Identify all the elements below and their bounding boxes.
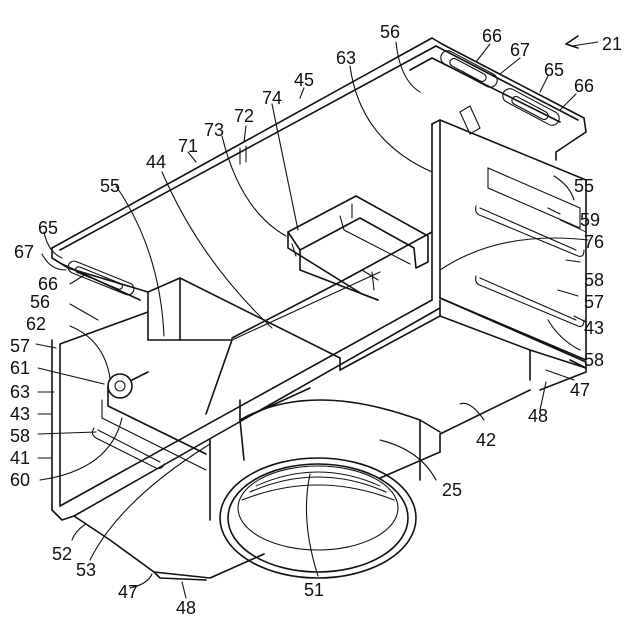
central-body: [148, 232, 440, 414]
label-67: 67: [14, 242, 34, 262]
label-62: 62: [26, 314, 46, 334]
label-48: 48: [176, 598, 196, 618]
label-59: 59: [580, 210, 600, 230]
label-72: 72: [234, 106, 254, 126]
label-66: 66: [574, 76, 594, 96]
label-67: 67: [510, 40, 530, 60]
label-60: 60: [10, 470, 30, 490]
right-wall: [432, 120, 586, 368]
bottom-skirt: [74, 388, 310, 580]
label-53: 53: [76, 560, 96, 580]
boss-61: [108, 372, 206, 454]
label-47: 47: [570, 380, 590, 400]
label-65: 65: [544, 60, 564, 80]
top-plate: [52, 38, 586, 292]
label-52: 52: [52, 544, 72, 564]
label-57: 57: [10, 336, 30, 356]
label-74: 74: [262, 88, 282, 108]
label-48: 48: [528, 406, 548, 426]
label-21: 21: [602, 34, 622, 54]
label-58: 58: [10, 426, 30, 446]
label-43: 43: [10, 404, 30, 424]
label-44: 44: [146, 152, 166, 172]
label-42: 42: [476, 430, 496, 450]
handle-clip: [288, 196, 428, 300]
label-76: 76: [584, 232, 604, 252]
label-43: 43: [584, 318, 604, 338]
bottom-box: [380, 300, 586, 478]
label-47: 47: [118, 582, 138, 602]
label-63: 63: [10, 382, 30, 402]
label-51: 51: [304, 580, 324, 600]
label-66: 66: [38, 274, 58, 294]
figure-arrow: [566, 36, 578, 48]
leader-lines: [36, 42, 598, 598]
label-25: 25: [442, 480, 462, 500]
label-66: 66: [482, 26, 502, 46]
right-flange-slots: [410, 48, 562, 134]
label-61: 61: [10, 358, 30, 378]
label-71: 71: [178, 136, 198, 156]
label-63: 63: [336, 48, 356, 68]
label-58: 58: [584, 270, 604, 290]
drain-ring: [220, 400, 420, 578]
label-56: 56: [380, 22, 400, 42]
label-73: 73: [204, 120, 224, 140]
label-57: 57: [584, 292, 604, 312]
label-55: 55: [574, 176, 594, 196]
label-41: 41: [10, 448, 30, 468]
label-56: 56: [30, 292, 50, 312]
left-flange-slots: [52, 258, 140, 300]
label-45: 45: [294, 70, 314, 90]
label-55: 55: [100, 176, 120, 196]
label-65: 65: [38, 218, 58, 238]
label-58: 58: [584, 350, 604, 370]
